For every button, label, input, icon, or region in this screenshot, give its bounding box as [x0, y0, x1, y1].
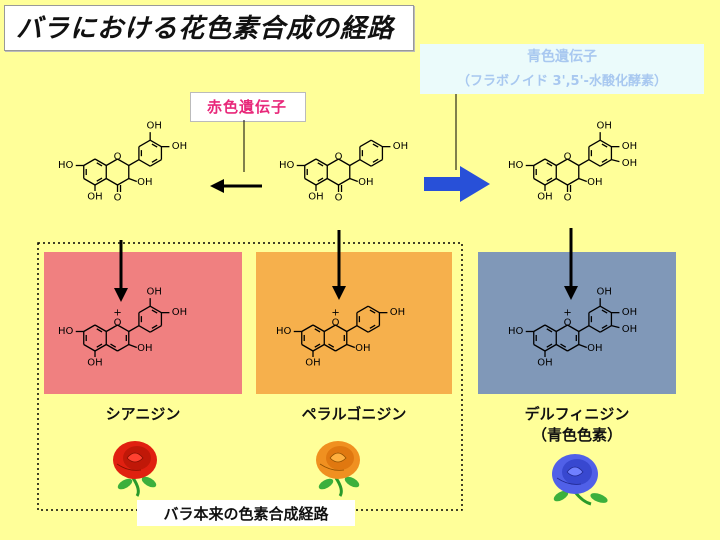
cyanidin-label: シアニジン: [105, 405, 181, 423]
hydroxyl-7-label: HO: [58, 160, 74, 171]
carbonyl-oxygen-label: O: [564, 193, 572, 204]
pelargonidin-structure: O+ HO OH OH OH: [276, 305, 405, 369]
cation-charge-label: +: [113, 308, 121, 319]
hydroxyl-7-label: HO: [279, 160, 295, 171]
delphinidin-note: （青色色素）: [531, 426, 622, 444]
cation-charge-label: +: [331, 308, 339, 319]
page-title: バラにおける花色素合成の経路: [16, 14, 395, 44]
hydroxyl-5-label: OH: [537, 358, 552, 369]
hydroxyl-7-label: HO: [58, 326, 74, 337]
hydroxyl-3-label: OH: [137, 177, 152, 188]
red-rose: [113, 441, 157, 497]
blue-gene-label: 青色遺伝子: [527, 49, 597, 65]
hydroxyl-3-label: OH: [587, 177, 602, 188]
ring-oxygen-label: O: [564, 152, 572, 163]
hydroxyl-3p-label: OH: [146, 121, 161, 132]
hydroxyl-5-label: OH: [305, 358, 320, 369]
ring-oxygen-label: O: [335, 152, 343, 163]
cyanidin-structure: O+ HO OH OH OH OH: [58, 287, 187, 369]
hydroxyl-3p-label: OH: [596, 287, 611, 298]
native-pathway-frame: [37, 242, 463, 511]
delphinidin-label: デルフィニジン: [524, 405, 630, 423]
ring-oxygen-label: O: [564, 318, 572, 329]
hydroxyl-3-label: OH: [358, 177, 373, 188]
down-arrow-cyanidin: [114, 240, 128, 302]
orange-rose: [316, 441, 360, 497]
carbonyl-oxygen-label: O: [114, 193, 122, 204]
cyanidin-panel: [44, 252, 242, 394]
hydroxyl-4p-label: OH: [390, 307, 405, 318]
hydroxyl-3-label: OH: [137, 343, 152, 354]
pelargonidin-panel: [256, 252, 452, 394]
blue-gene-enzyme-label: （フラボノイド 3',5'-水酸化酵素）: [457, 74, 667, 89]
native-pathway-box: [137, 500, 355, 526]
carbonyl-oxygen-label: O: [335, 193, 343, 204]
red-gene-arrowhead: [210, 179, 224, 193]
down-arrow-pelargonidin: [332, 230, 346, 300]
down-arrow-delphinidin: [564, 228, 578, 300]
hydroxyl-3-label: OH: [355, 343, 370, 354]
hydroxyl-4p-label: OH: [393, 141, 408, 152]
delphinidin-structure: O+ HO OH OH OH OH OH: [508, 287, 637, 369]
ring-oxygen-label: O: [114, 318, 122, 329]
hydroxyl-4p-label: OH: [622, 141, 637, 152]
hydroxyl-3p-label: OH: [596, 121, 611, 132]
hydroxyl-7-label: HO: [508, 160, 524, 171]
hydroxyl-5p-label: OH: [622, 158, 637, 169]
hydroxyl-4p-label: OH: [172, 307, 187, 318]
hydroxyl-5p-label: OH: [622, 324, 637, 335]
hydroxyl-5-label: OH: [537, 192, 552, 203]
hydroxyl-3-label: OH: [587, 343, 602, 354]
title-box: [4, 5, 414, 51]
cation-charge-label: +: [563, 308, 571, 319]
hydroxyl-5-label: OH: [87, 358, 102, 369]
hydroxyl-7-label: HO: [508, 326, 524, 337]
red-gene-box: [190, 92, 306, 122]
ring-oxygen-label: O: [332, 318, 340, 329]
hydroxyl-3p-label: OH: [146, 287, 161, 298]
pelargonidin-label: ペラルゴニジン: [301, 405, 407, 423]
ring-oxygen-label: O: [114, 152, 122, 163]
hydroxyl-5-label: OH: [308, 192, 323, 203]
hydroxyl-4p-label: OH: [622, 307, 637, 318]
hydroxyl-5-label: OH: [87, 192, 102, 203]
native-pathway-label: バラ本来の色素合成経路: [163, 505, 329, 523]
blue-gene-arrow: [424, 166, 490, 202]
delphinidin-panel: [478, 252, 676, 394]
hydroxyl-7-label: HO: [276, 326, 292, 337]
blue-rose: [552, 454, 608, 506]
red-gene-label: 赤色遺伝子: [206, 98, 287, 116]
hydroxyl-4p-label: OH: [172, 141, 187, 152]
blue-gene-box: [420, 44, 704, 94]
